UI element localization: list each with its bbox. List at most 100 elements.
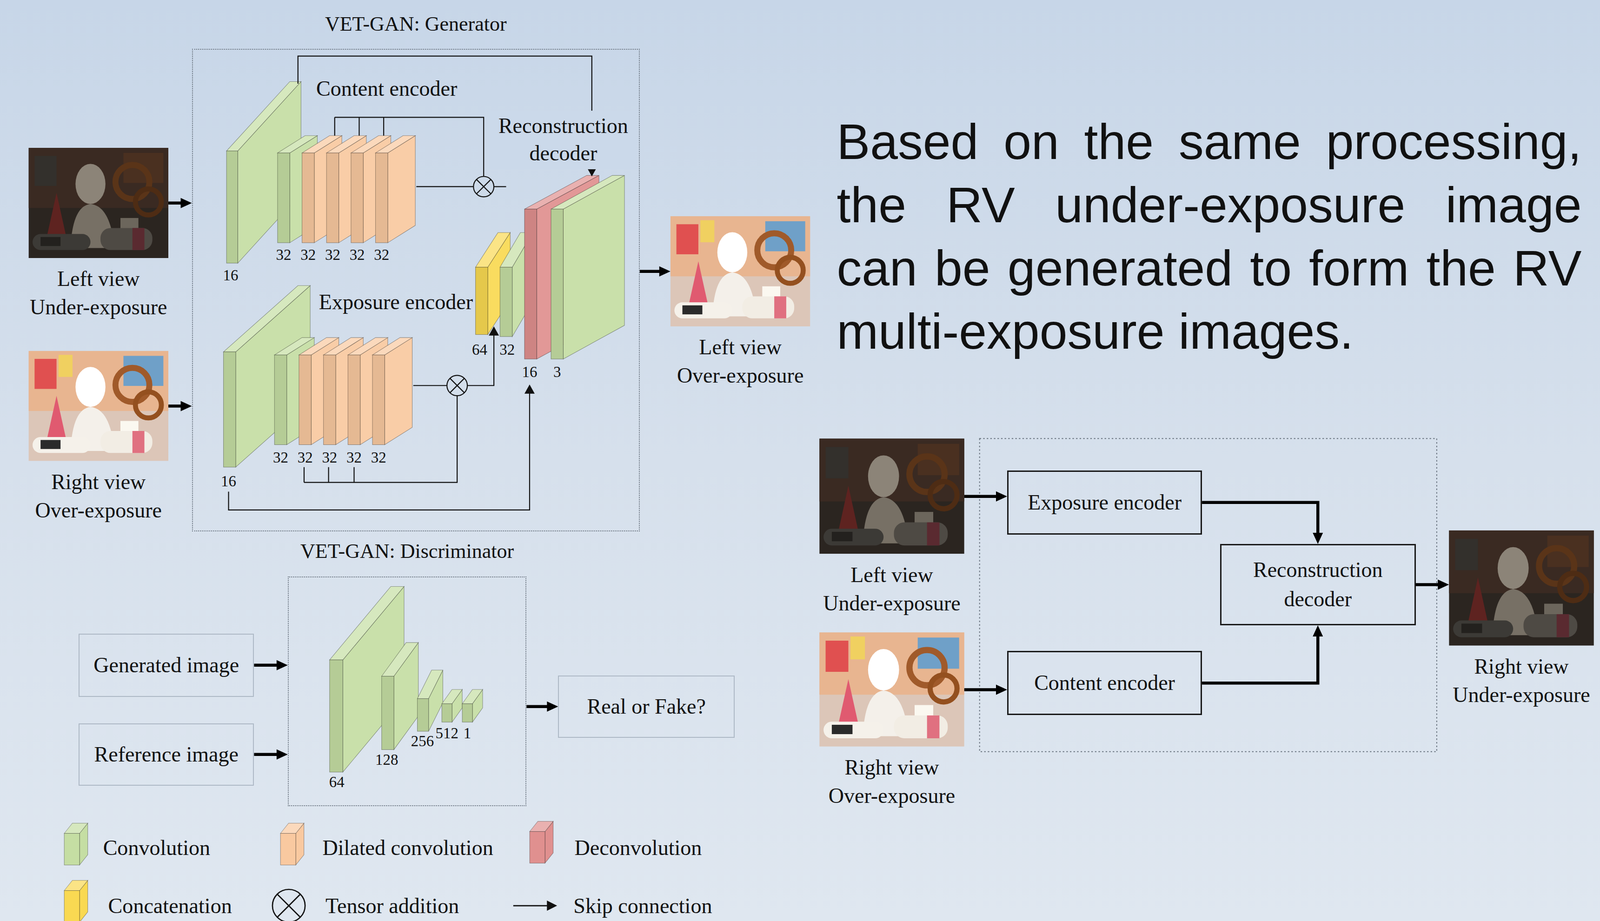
channel-number: 16 bbox=[223, 266, 239, 285]
layer-top bbox=[551, 175, 625, 209]
layer-front bbox=[326, 152, 339, 243]
layer-front bbox=[462, 703, 473, 723]
layer-front bbox=[441, 703, 452, 723]
photo-thumbnails bbox=[28, 147, 169, 259]
connector-arrow bbox=[964, 491, 1008, 502]
skip-wires bbox=[467, 333, 494, 386]
output-box: Real or Fake? bbox=[557, 675, 735, 738]
skip-wires bbox=[272, 889, 306, 921]
layer-front bbox=[462, 703, 473, 723]
legend-swatch bbox=[280, 823, 304, 834]
layer-front bbox=[524, 209, 537, 359]
skip-wires bbox=[353, 467, 355, 483]
connector-arrow bbox=[1201, 625, 1323, 684]
block-label: Exposure encoder bbox=[318, 289, 473, 315]
layer-front bbox=[298, 354, 312, 445]
channel-number: 32 bbox=[373, 246, 390, 265]
layer-front bbox=[277, 152, 290, 243]
layer-top bbox=[329, 586, 405, 660]
box-label: Real or Fake? bbox=[586, 691, 706, 722]
block-label: Content encoder bbox=[316, 76, 458, 101]
output-image: Left view Over-exposure bbox=[670, 216, 811, 327]
dotted-frame bbox=[979, 438, 1437, 752]
connector-arrow bbox=[168, 400, 192, 412]
legend-swatch bbox=[64, 833, 80, 866]
legend-swatch bbox=[529, 821, 553, 832]
arrow-head bbox=[1312, 625, 1323, 637]
layer-front bbox=[347, 354, 360, 445]
skip-wires bbox=[303, 467, 305, 483]
photo-thumbnails bbox=[670, 216, 811, 327]
layer-front bbox=[417, 698, 429, 732]
arrow-heads bbox=[488, 167, 598, 911]
arrow-heads bbox=[524, 384, 535, 394]
layer-top bbox=[462, 689, 483, 704]
legend-swatch bbox=[280, 833, 296, 866]
arrow-head bbox=[995, 491, 1008, 502]
input-image: Right view Over-exposure bbox=[28, 351, 169, 462]
legend-swatch bbox=[64, 880, 88, 891]
layer-front bbox=[274, 354, 287, 445]
layer-front bbox=[524, 209, 537, 359]
channel-number: 32 bbox=[276, 246, 292, 265]
layer-top bbox=[226, 81, 301, 152]
channel-number: 16 bbox=[220, 472, 237, 491]
channel-number: 32 bbox=[321, 449, 338, 467]
photo-thumbnails bbox=[1448, 530, 1594, 646]
panel-heading: VET-GAN: Discriminator bbox=[300, 539, 514, 564]
layer-side bbox=[384, 337, 412, 445]
output-image: Right view Under-exposure bbox=[1448, 530, 1594, 646]
layer-front bbox=[329, 659, 344, 772]
process-box: Content encoder bbox=[1007, 650, 1202, 716]
channel-number: 128 bbox=[375, 751, 399, 770]
layer-front bbox=[302, 152, 315, 243]
panel-heading: VET-GAN: Generator bbox=[325, 12, 507, 37]
connector-arrow bbox=[1201, 502, 1323, 545]
photo-thumbnails bbox=[28, 351, 169, 462]
legend-text: Convolution bbox=[103, 835, 211, 861]
input-box: Reference image bbox=[78, 723, 254, 786]
legend-text: Tensor addition bbox=[325, 893, 459, 919]
channel-number: 64 bbox=[471, 341, 488, 359]
layer-front bbox=[475, 267, 488, 335]
layer-top bbox=[417, 670, 444, 699]
layer-front bbox=[351, 152, 364, 243]
legend-swatch bbox=[279, 820, 306, 868]
skip-wires bbox=[513, 905, 549, 907]
channel-number: 16 bbox=[522, 363, 538, 382]
photo-thumbnails bbox=[819, 438, 965, 554]
channel-number: 3 bbox=[553, 363, 561, 382]
layer-front bbox=[551, 209, 564, 359]
arrow-head bbox=[546, 701, 558, 712]
box-label: Reference image bbox=[94, 739, 239, 770]
layer-top bbox=[372, 337, 413, 355]
connector-arrow bbox=[964, 684, 1008, 695]
connector-line bbox=[253, 663, 278, 668]
layer-front bbox=[381, 676, 394, 750]
legend-text: Skip connection bbox=[573, 893, 712, 919]
connector-line bbox=[168, 404, 182, 408]
layer-front bbox=[417, 698, 429, 732]
layer-front bbox=[223, 351, 236, 468]
arrow-head bbox=[1312, 532, 1323, 545]
legend-swatch bbox=[63, 820, 90, 868]
skip-wires bbox=[277, 894, 300, 917]
layer-front bbox=[302, 152, 315, 243]
legend-swatch bbox=[529, 831, 545, 864]
image-caption: Left view Over-exposure bbox=[674, 332, 807, 390]
box-label: Generated image bbox=[93, 650, 240, 680]
skip-wires bbox=[334, 117, 336, 136]
skip-wires bbox=[476, 179, 492, 194]
layer-front bbox=[372, 354, 385, 445]
connector-arrow bbox=[639, 266, 671, 277]
skip-wires bbox=[304, 395, 458, 483]
connector-arrow bbox=[253, 749, 288, 760]
layer-top bbox=[226, 81, 301, 152]
channel-number: 32 bbox=[272, 449, 289, 467]
arrow-heads bbox=[488, 326, 499, 336]
layer-front bbox=[551, 209, 564, 359]
image-caption: Right view Under-exposure bbox=[1447, 652, 1595, 710]
connector-line bbox=[1201, 635, 1318, 684]
channel-number: 32 bbox=[349, 246, 366, 265]
legend-swatch bbox=[63, 877, 90, 921]
